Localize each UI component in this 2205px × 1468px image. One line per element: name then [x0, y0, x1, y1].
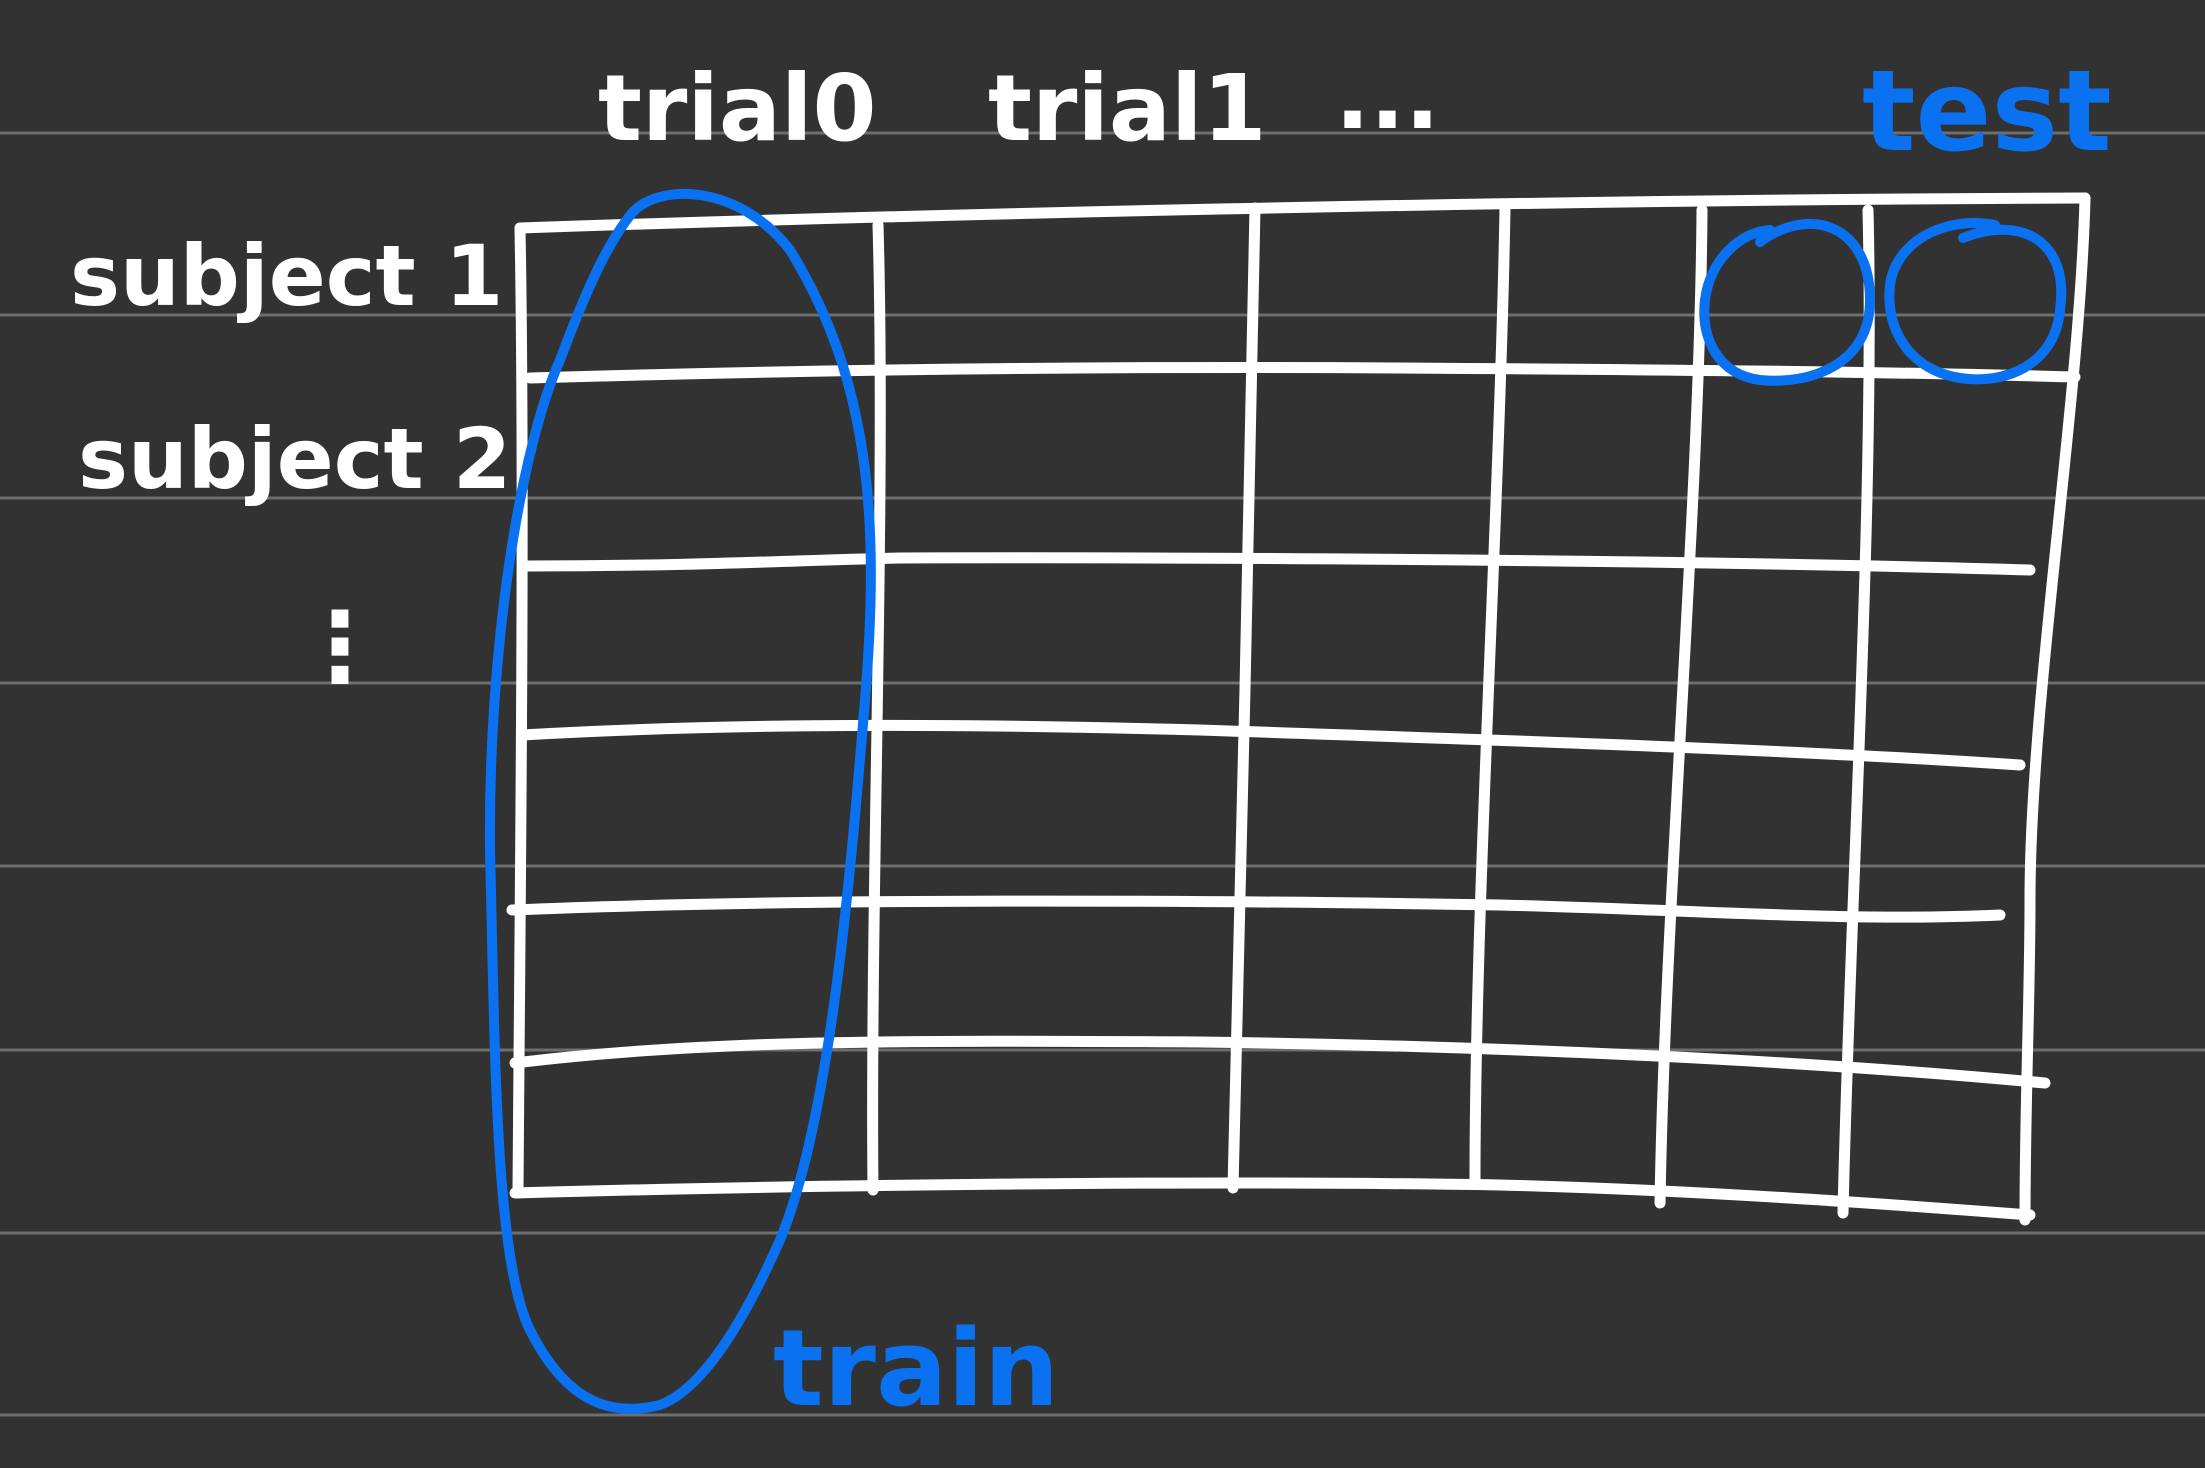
- test-label: test: [1862, 47, 2112, 177]
- annotation-labels: test train: [773, 47, 2112, 1430]
- grid-line-h: [509, 1177, 2036, 1221]
- grid-line-v: [1227, 202, 1261, 1194]
- test-circle-2: [1884, 218, 2067, 385]
- grid-line-h: [509, 1035, 2051, 1089]
- annotations: [484, 188, 2067, 1414]
- grid-line-v: [2019, 192, 2091, 1226]
- column-label-ellipsis: ...: [1335, 43, 1440, 150]
- column-labels: trial0 trial1 ...: [598, 43, 1440, 162]
- grid-line-v: [867, 219, 886, 1196]
- row-labels: subject 1 subject 2 ⋮: [70, 227, 511, 703]
- grid-line-h: [514, 192, 2091, 234]
- row-label-subject-2: subject 2: [78, 410, 511, 508]
- grid-line-v: [512, 222, 528, 1199]
- grid-line-h: [506, 895, 2006, 923]
- grid-line-v: [1654, 204, 1708, 1209]
- train-ellipse: [484, 188, 876, 1414]
- train-label: train: [773, 1307, 1059, 1430]
- grid-line-h: [516, 719, 2026, 771]
- grid-line-h: [524, 361, 2081, 384]
- row-label-subject-1: subject 1: [70, 227, 503, 325]
- grid-line-h: [522, 552, 2036, 576]
- test-circle-1: [1699, 218, 1875, 386]
- column-label-trial0: trial0: [598, 55, 877, 162]
- grid-line-v: [1469, 202, 1511, 1186]
- grid-line-v: [1837, 204, 1875, 1219]
- ruled-lines: [0, 131, 2205, 1417]
- data-grid: [506, 192, 2091, 1226]
- column-label-trial1: trial1: [988, 55, 1267, 162]
- row-label-ellipsis: ⋮: [292, 591, 388, 703]
